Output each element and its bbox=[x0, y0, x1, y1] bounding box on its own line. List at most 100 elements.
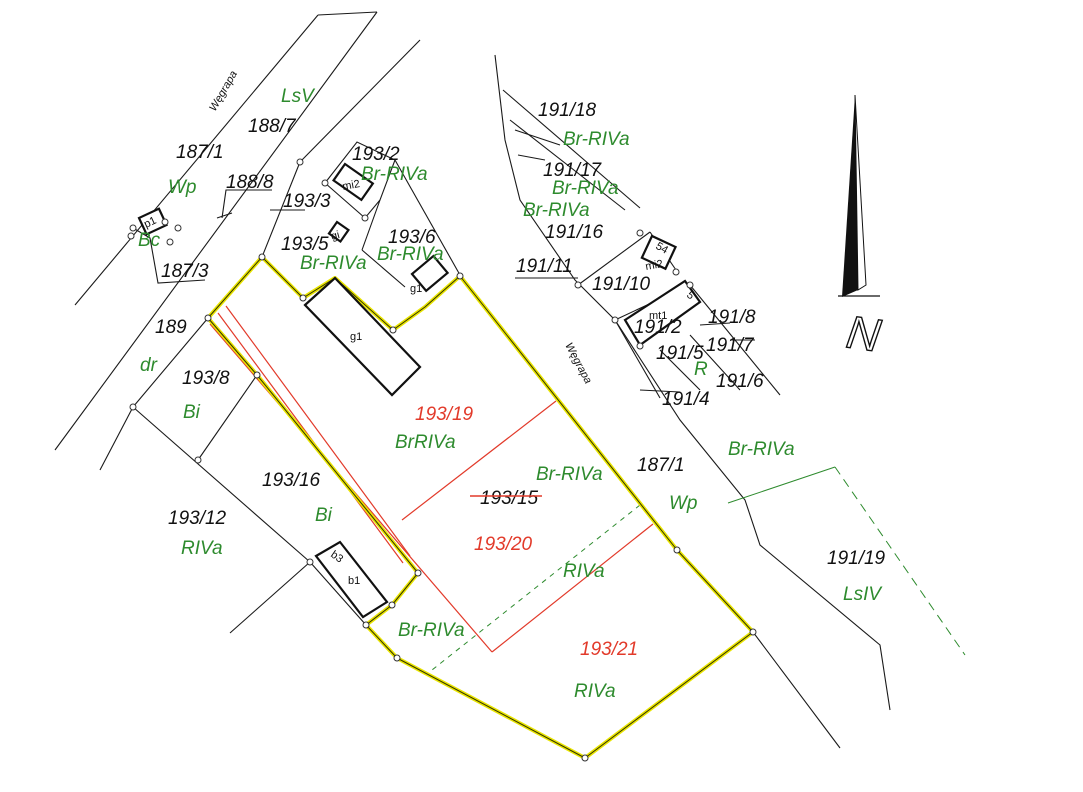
boundary-line bbox=[361, 249, 406, 288]
parcel-label[interactable]: 193/12 bbox=[168, 508, 227, 529]
parcel-label[interactable]: 193/16 bbox=[262, 470, 321, 491]
survey-point bbox=[673, 546, 681, 554]
boundary-line bbox=[639, 389, 681, 393]
building-label: mt1 bbox=[649, 310, 667, 322]
parcel-label[interactable]: 191/11 bbox=[516, 256, 573, 277]
parcel-label[interactable]: 191/17 bbox=[543, 160, 603, 181]
new-parcel-label[interactable]: 193/20 bbox=[474, 534, 533, 555]
building-label: b3 bbox=[328, 549, 345, 566]
parcel-label[interactable]: 191/19 bbox=[827, 548, 886, 569]
parcel-label[interactable]: 191/7 bbox=[706, 335, 755, 356]
land-use-label: Bc bbox=[138, 230, 161, 251]
land-use-label: Br-RIVa bbox=[300, 253, 367, 274]
selected-parcel-outline-inner bbox=[207, 256, 754, 759]
parcel-label[interactable]: 187/3 bbox=[161, 261, 209, 282]
boundary-line bbox=[229, 561, 311, 634]
land-use-label: LsIV bbox=[843, 584, 883, 605]
building-p1[interactable] bbox=[137, 207, 169, 236]
boundary-line bbox=[299, 39, 421, 163]
parcel-label[interactable]: 191/6 bbox=[716, 371, 764, 392]
land-use-label: Br-RIVa bbox=[552, 178, 619, 199]
survey-point bbox=[258, 253, 266, 261]
boundary-line bbox=[689, 334, 741, 391]
boundary-line bbox=[132, 406, 311, 563]
boundary-line bbox=[132, 227, 206, 284]
building-label: 54 bbox=[654, 240, 671, 257]
new-parcel-labels: 193/19 193/20 193/21 bbox=[415, 404, 638, 660]
survey-point bbox=[686, 281, 694, 289]
survey-point bbox=[388, 601, 396, 609]
parcel-label[interactable]: 193/6 bbox=[388, 227, 436, 248]
building-g1-small[interactable] bbox=[410, 254, 450, 293]
parcel-label[interactable]: 188/7 bbox=[248, 116, 297, 137]
north-arrow-icon-half bbox=[854, 94, 867, 291]
parcel-label[interactable]: 187/1 bbox=[637, 455, 685, 476]
survey-point bbox=[161, 218, 169, 226]
building-mi2-east[interactable] bbox=[640, 234, 678, 271]
building-g1-big[interactable] bbox=[303, 276, 422, 397]
parcel-label[interactable]: 193/8 bbox=[182, 368, 230, 389]
boundary-line bbox=[494, 54, 891, 711]
survey-point bbox=[672, 268, 680, 276]
parcel-label[interactable]: 193/5 bbox=[281, 234, 329, 255]
boundary-line bbox=[317, 11, 378, 16]
parcel-label[interactable]: 191/18 bbox=[538, 100, 597, 121]
land-use-line bbox=[727, 466, 836, 504]
boundary-line bbox=[514, 129, 561, 146]
survey-point bbox=[749, 628, 757, 636]
survey-point bbox=[299, 294, 307, 302]
building-b1[interactable] bbox=[314, 540, 389, 619]
parcel-label-cancelled[interactable]: 193/15 bbox=[480, 488, 539, 509]
boundary-line bbox=[132, 317, 209, 408]
land-use-labels: LsV Wp Bc dr Bi Bi RIVa Br-RIVa Br-RIVa … bbox=[138, 86, 883, 702]
survey-point bbox=[306, 558, 314, 566]
building-label: g1 bbox=[350, 331, 362, 343]
land-use-label: Br-RIVa bbox=[377, 244, 444, 265]
survey-point bbox=[393, 654, 401, 662]
north-letter: N bbox=[844, 305, 885, 361]
division-line bbox=[225, 305, 411, 557]
land-use-label: Bi bbox=[315, 505, 333, 526]
land-use-label: Br-RIVa bbox=[398, 620, 465, 641]
building-label: mi2 bbox=[341, 178, 361, 193]
parcel-label[interactable]: 187/1 bbox=[176, 142, 224, 163]
parcel-label[interactable]: 188/8 bbox=[226, 172, 274, 193]
survey-point bbox=[636, 342, 644, 350]
parcel-label[interactable]: 193/2 bbox=[352, 144, 400, 165]
boundary-line bbox=[517, 154, 546, 161]
survey-point bbox=[129, 224, 137, 232]
new-parcel-label[interactable]: 193/19 bbox=[415, 404, 474, 425]
parcel-labels: 187/1 188/7 188/8 187/3 189 193/2 193/3 … bbox=[155, 100, 886, 569]
new-parcel-label[interactable]: 193/21 bbox=[580, 639, 638, 660]
parcel-label[interactable]: 191/2 bbox=[634, 317, 682, 338]
building-mi2-west[interactable] bbox=[331, 162, 375, 202]
parcel-label[interactable]: 191/5 bbox=[656, 343, 704, 364]
land-use-label: Br-RIVa bbox=[728, 439, 795, 460]
land-use-label: RIVa bbox=[574, 681, 616, 702]
boundary-line bbox=[502, 89, 641, 209]
building-mt1[interactable] bbox=[623, 279, 702, 347]
parcel-label[interactable]: 191/16 bbox=[545, 222, 604, 243]
land-use-label: Br-RIVa bbox=[523, 200, 590, 221]
parcel-label[interactable]: 193/3 bbox=[283, 191, 331, 212]
land-use-label: R bbox=[694, 359, 708, 380]
survey-point bbox=[456, 272, 464, 280]
survey-point bbox=[253, 371, 261, 379]
survey-point bbox=[166, 238, 174, 246]
boundary-line bbox=[197, 374, 258, 461]
land-use-line bbox=[431, 504, 641, 671]
boundary-line bbox=[309, 561, 367, 626]
land-use-label: Br-RIVa bbox=[563, 129, 630, 150]
selected-parcel[interactable] bbox=[206, 255, 755, 760]
building-labels: p1 mi2 gi g1 g1 b1 b3 mi2 54 mt1 5 bbox=[142, 178, 696, 587]
parcel-label[interactable]: 189 bbox=[155, 317, 187, 338]
parcel-label[interactable]: 191/4 bbox=[662, 389, 710, 410]
building-gi-small[interactable] bbox=[327, 220, 351, 244]
land-use-label: Br-RIVa bbox=[361, 164, 428, 185]
boundary-line bbox=[699, 322, 731, 326]
survey-point bbox=[611, 316, 619, 324]
land-use-label: LsV bbox=[281, 86, 316, 107]
parcel-label[interactable]: 191/10 bbox=[592, 274, 651, 295]
parcel-label[interactable]: 191/8 bbox=[708, 307, 756, 328]
